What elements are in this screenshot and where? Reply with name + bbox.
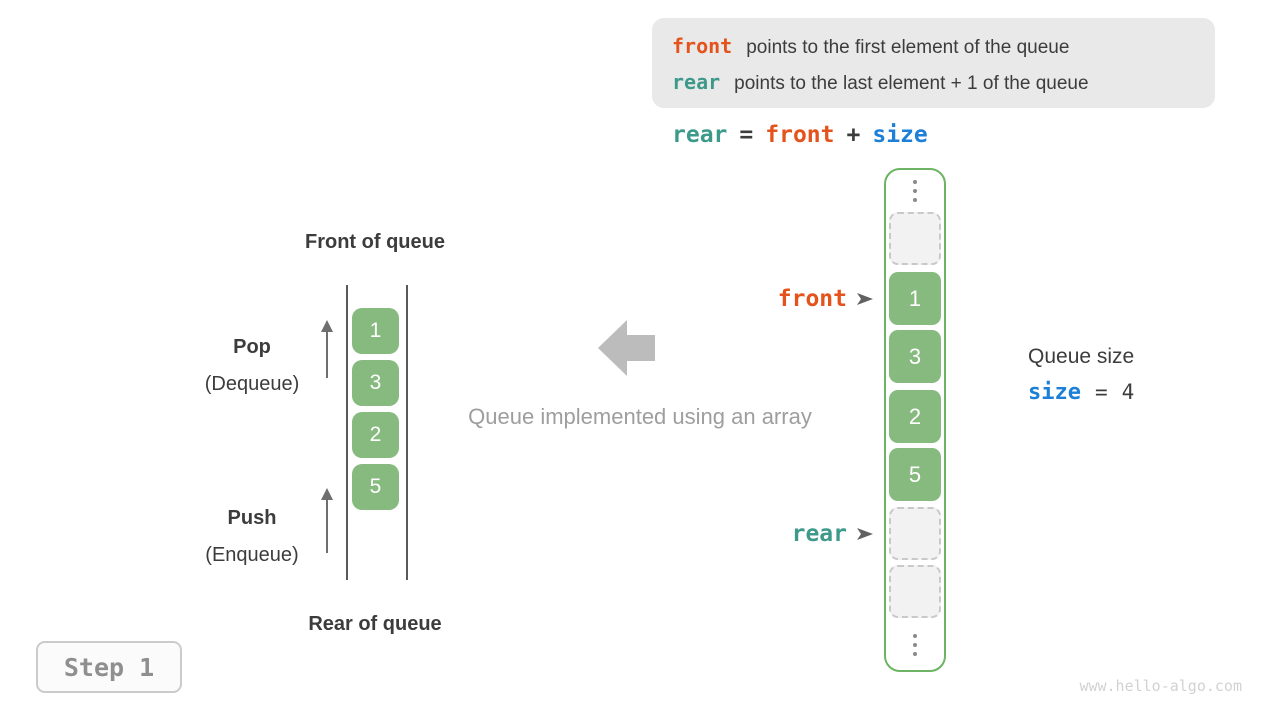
diagram-caption: Queue implemented using an array: [468, 404, 812, 429]
left-queue-cell: 5: [352, 464, 399, 510]
ellipsis-bottom-icon: [913, 634, 917, 656]
info-line-rear: rear points to the last element + 1 of t…: [672, 64, 1215, 100]
front-keyword: front: [672, 34, 733, 58]
array-cell-value: 3: [889, 330, 941, 383]
left-block-arrow-icon: [598, 320, 627, 376]
channel-line-left: [346, 285, 348, 580]
front-pointer-arrow-icon: [857, 293, 873, 305]
rear-pointer: rear: [700, 521, 874, 547]
ellipsis-top-icon: [913, 180, 917, 202]
pop-label: Pop: [233, 336, 271, 358]
info-line-front: front points to the first element of the…: [672, 28, 1215, 64]
array-cell-value: 1: [889, 272, 941, 325]
info-box: front points to the first element of the…: [652, 18, 1215, 108]
left-block-arrow-tail: [626, 335, 655, 361]
formula-front: front: [765, 122, 835, 148]
formula: rear = front + size: [672, 122, 928, 148]
rear-of-queue-label: Rear of queue: [308, 613, 442, 635]
array-cell-value: 5: [889, 448, 941, 501]
size-equals: =: [1094, 380, 1108, 404]
array-cell-empty: [889, 507, 941, 560]
pop-arrow-icon: [321, 320, 333, 332]
pop-arrow-shaft: [326, 331, 328, 378]
push-label: Push: [227, 507, 277, 529]
size-value: 4: [1121, 380, 1135, 404]
array-cell-empty: [889, 212, 941, 265]
rear-keyword: rear: [672, 70, 721, 94]
formula-plus: +: [846, 122, 861, 148]
rear-pointer-arrow-icon: [857, 528, 873, 540]
left-queue-cell: 1: [352, 308, 399, 354]
dequeue-label: (Dequeue): [204, 373, 300, 395]
push-arrow-shaft: [326, 499, 328, 553]
watermark: www.hello-algo.com: [1079, 677, 1242, 695]
formula-size: size: [872, 122, 928, 148]
channel-line-right: [406, 285, 408, 580]
front-pointer: front: [700, 286, 874, 312]
array-cell-value: 2: [889, 390, 941, 443]
left-queue-cell: 2: [352, 412, 399, 458]
front-pointer-label: front: [777, 286, 847, 312]
enqueue-label: (Enqueue): [205, 544, 299, 566]
formula-rear: rear: [672, 122, 728, 148]
size-variable: size: [1028, 380, 1081, 405]
array-cell-empty: [889, 565, 941, 618]
push-arrow-icon: [321, 488, 333, 500]
queue-size-value: size = 4: [1028, 380, 1134, 405]
left-queue-cell: 3: [352, 360, 399, 406]
front-of-queue-label: Front of queue: [305, 231, 445, 253]
step-badge: Step 1: [36, 641, 182, 693]
formula-equals: =: [739, 122, 754, 148]
queue-size-label: Queue size: [1028, 345, 1135, 368]
rear-description: points to the last element + 1 of the qu…: [734, 73, 1089, 94]
front-description: points to the first element of the queue: [746, 37, 1070, 58]
rear-pointer-label: rear: [791, 521, 847, 547]
